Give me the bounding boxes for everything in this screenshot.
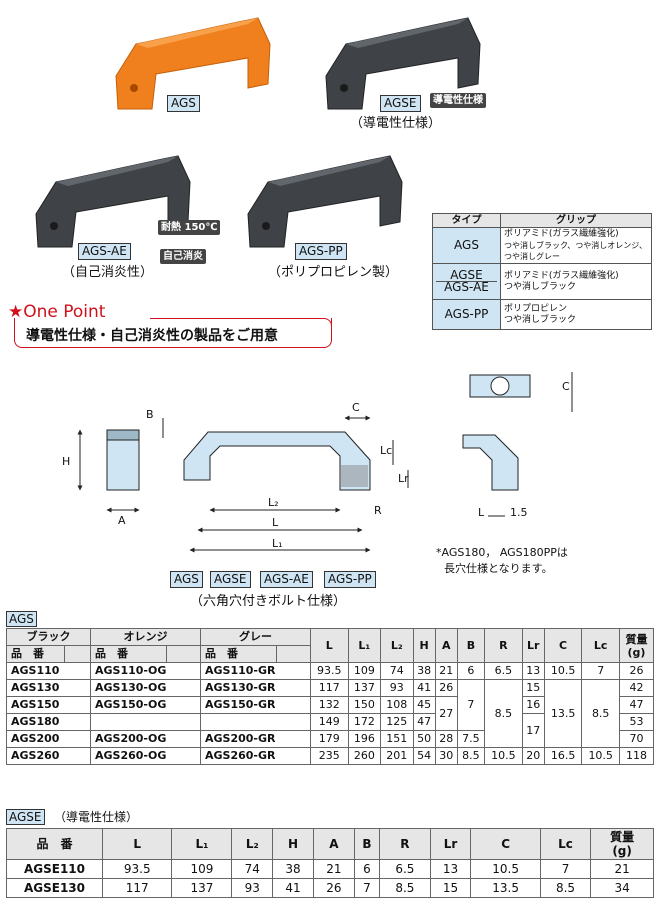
dim-l1: L₁: [272, 537, 283, 550]
dim-h: H: [62, 455, 71, 468]
heat-resistance-badge: 耐熱 150℃: [158, 220, 221, 235]
dim-thickness: 1.5: [510, 506, 528, 519]
one-point-title: ★One Point: [8, 302, 106, 322]
agse-black-handle-image: [325, 17, 481, 110]
dim-l-side: L: [478, 506, 485, 519]
col-l1: L₁: [347, 628, 382, 663]
agsae-black-handle-image: [35, 155, 191, 248]
agsae-caption: （自己消炎性）: [62, 265, 154, 280]
dim-c-side: C: [562, 380, 570, 393]
long-hole-note-1: *AGS180， AGS180PPは: [436, 546, 568, 559]
agse-conductive-badge: 導電性仕様: [430, 93, 486, 108]
col-orange: オレンジ: [90, 628, 201, 646]
col-l: L: [310, 628, 349, 663]
col-b: B: [456, 628, 486, 663]
col-a: A: [434, 628, 458, 663]
col-c: C: [543, 628, 583, 663]
col-mass: 質量 (g): [619, 628, 654, 663]
grip-desc-agse: ポリアミド(ガラス繊維強化)つや消しブラック: [500, 263, 652, 300]
agse-col-l2: L₂: [231, 828, 274, 860]
one-point-text: 導電性仕様・自己消炎性の製品をご用意: [26, 328, 278, 344]
agse-label: AGSE: [380, 95, 421, 112]
agse-col-c: C: [470, 828, 541, 860]
grip-header-grip: グリップ: [500, 213, 652, 228]
dimension-drawing: [77, 372, 573, 553]
drawing-type-agspp: AGS-PP: [324, 571, 376, 588]
dim-a: A: [118, 514, 126, 527]
agspp-caption: （ポリプロピレン製）: [268, 265, 399, 280]
agse-caption: （導電性仕様）: [350, 116, 442, 131]
ags-label: AGS: [167, 95, 200, 112]
agse-col-lc: Lc: [539, 828, 592, 860]
grip-header-type: タイプ: [432, 213, 501, 228]
drawing-caption: （六角穴付きボルト仕様）: [190, 594, 347, 609]
agse-table-tag: AGSE: [6, 809, 45, 825]
ags-table-tag: AGS: [6, 611, 37, 627]
col-l2: L₂: [380, 628, 414, 663]
agse-table-caption: （導電性仕様）: [54, 810, 139, 824]
part-header-bk: 品 番: [6, 645, 65, 663]
drawing-type-agse: AGSE: [210, 571, 251, 588]
agspp-label: AGS-PP: [295, 243, 347, 260]
grip-desc-ags: ポリアミド(ガラス繊維強化)つや消しブラック、つや消しオレンジ、つや消しグレー: [500, 227, 652, 264]
agse-col-lr: Lr: [429, 828, 472, 860]
dim-b: B: [146, 408, 154, 421]
dim-lc: Lc: [380, 444, 393, 457]
one-point-frame: [14, 318, 332, 348]
self-extinguishing-badge: 自己消炎: [160, 249, 206, 264]
grip-type-agspp: AGS-PP: [432, 299, 501, 330]
drawing-type-agsae: AGS-AE: [260, 571, 313, 588]
col-lc: Lc: [581, 628, 620, 663]
agse-col-l1: L₁: [171, 828, 233, 860]
agspp-black-handle-image: [247, 155, 403, 248]
dim-l: L: [272, 516, 279, 529]
dim-lr: Lr: [398, 472, 409, 485]
agse-col-l: L: [101, 828, 173, 860]
col-lr: Lr: [521, 628, 545, 663]
ags-spec-table: ブラック オレンジ グレー L L₁ L₂ H A B R Lr C Lc 質量…: [6, 628, 654, 765]
agse-col-a: A: [312, 828, 355, 860]
agse-col-h: H: [272, 828, 314, 860]
long-hole-note-2: 長穴仕様となります。: [444, 562, 553, 575]
col-h: H: [412, 628, 436, 663]
col-black: ブラック: [6, 628, 91, 646]
dim-c: C: [352, 401, 360, 414]
drawing-type-ags: AGS: [170, 571, 203, 588]
dim-l2: L₂: [268, 496, 279, 509]
part-header-gr: 品 番: [200, 645, 277, 663]
part-header-og: 品 番: [90, 645, 167, 663]
agsae-label: AGS-AE: [78, 243, 131, 260]
agse-col-mass: 質量 (g): [590, 828, 654, 860]
col-r: R: [484, 628, 523, 663]
agse-col-r: R: [379, 828, 431, 860]
agse-col-b: B: [353, 828, 381, 860]
col-gray: グレー: [200, 628, 311, 646]
grip-desc-agspp: ポリプロピレンつや消しブラック: [500, 299, 652, 330]
dim-r: R: [374, 504, 382, 517]
agse-col-part: 品 番: [6, 828, 103, 860]
ags-orange-handle-image: [115, 17, 271, 110]
grip-type-ags: AGS: [432, 227, 501, 264]
grip-material-table: タイプ グリップ AGS ポリアミド(ガラス繊維強化)つや消しブラック、つや消し…: [432, 213, 652, 330]
agse-spec-table: 品 番 L L₁ L₂ H A B R Lr C Lc 質量 (g) AGSE1…: [6, 828, 654, 898]
